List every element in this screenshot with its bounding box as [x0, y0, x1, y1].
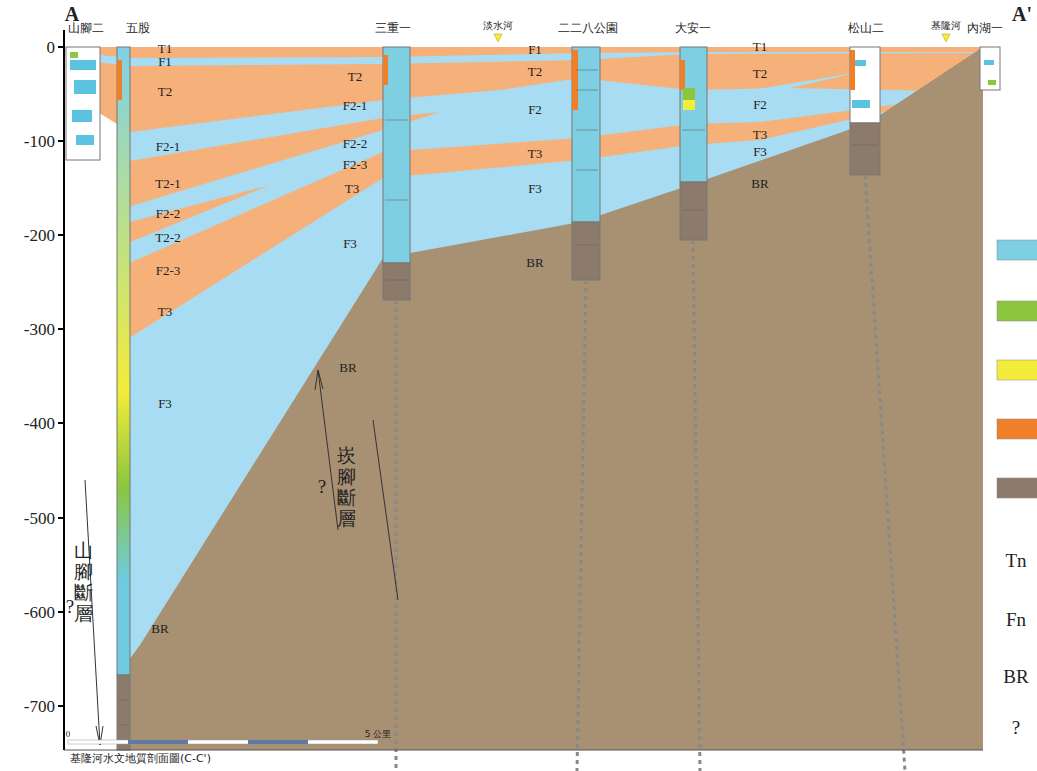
well-name: 淡水河 [483, 21, 513, 31]
layer-label: F1 [158, 55, 172, 68]
scale-label: 5 公里 [365, 730, 392, 739]
layer-label: T1 [158, 42, 172, 55]
fault-label: ? [66, 597, 74, 616]
fault-label: 崁腳斷層 [337, 445, 356, 529]
layer-label: F2-2 [156, 207, 181, 220]
fault-label: 山腳斷層 [74, 540, 93, 624]
legend-label: Tn [1005, 551, 1026, 570]
legend-label: BR [1003, 667, 1028, 686]
depth-tick: -500 [24, 510, 55, 527]
layer-label: F2 [753, 98, 767, 111]
layer-label: T2-2 [155, 231, 180, 244]
well-name: 大安一 [675, 22, 711, 34]
layer-label: T2-1 [155, 177, 180, 190]
layer-label: T3 [158, 305, 172, 318]
layer-label: T2 [158, 85, 172, 98]
layer-label: F3 [343, 237, 357, 250]
layer-label: F2-3 [343, 158, 368, 171]
layer-label: T2 [528, 65, 542, 78]
legend-label: ? [1012, 718, 1020, 737]
layer-label: BR [526, 256, 543, 269]
layer-label: F2-1 [343, 99, 368, 112]
layer-label: F2 [528, 103, 542, 116]
layer-label: F3 [528, 182, 542, 195]
layer-label: T2 [348, 70, 362, 83]
layer-label: F2-1 [156, 140, 181, 153]
fault-label: ? [318, 477, 326, 496]
layer-label: BR [151, 622, 168, 635]
depth-tick: -400 [24, 415, 55, 432]
depth-tick: -300 [24, 321, 55, 338]
layer-label: F3 [753, 145, 767, 158]
depth-tick: -600 [24, 604, 55, 621]
well-name: 山腳二 [68, 22, 104, 34]
layer-label: F2-3 [156, 264, 181, 277]
legend-label: Fn [1006, 610, 1026, 629]
section-end: A [65, 4, 79, 24]
well-name: 松山二 [848, 22, 884, 34]
depth-tick: -700 [24, 698, 55, 715]
well-name: 三重一 [375, 22, 411, 34]
layer-label: BR [751, 177, 768, 190]
depth-tick: -200 [24, 227, 55, 244]
layer-label: T3 [528, 147, 542, 160]
section-end: A' [1012, 4, 1032, 24]
layer-label: F1 [528, 43, 542, 56]
layer-label: T1 [753, 40, 767, 53]
layer-label: T3 [753, 128, 767, 141]
layer-label: T2 [753, 67, 767, 80]
well-name: 內湖一 [967, 22, 1003, 34]
layer-label: F3 [158, 397, 172, 410]
well-name: 二二八公園 [558, 22, 618, 34]
layer-label: BR [339, 361, 356, 374]
caption: 基隆河水文地質剖面圖(C-C') [70, 753, 211, 764]
well-name: 基隆河 [931, 21, 961, 31]
depth-tick: 0 [47, 39, 56, 56]
scale-label: 0 [66, 730, 71, 739]
well-name: 五股 [126, 22, 150, 34]
layer-label: F2-2 [343, 137, 368, 150]
layer-label: T3 [345, 182, 359, 195]
depth-tick: -100 [24, 133, 55, 150]
